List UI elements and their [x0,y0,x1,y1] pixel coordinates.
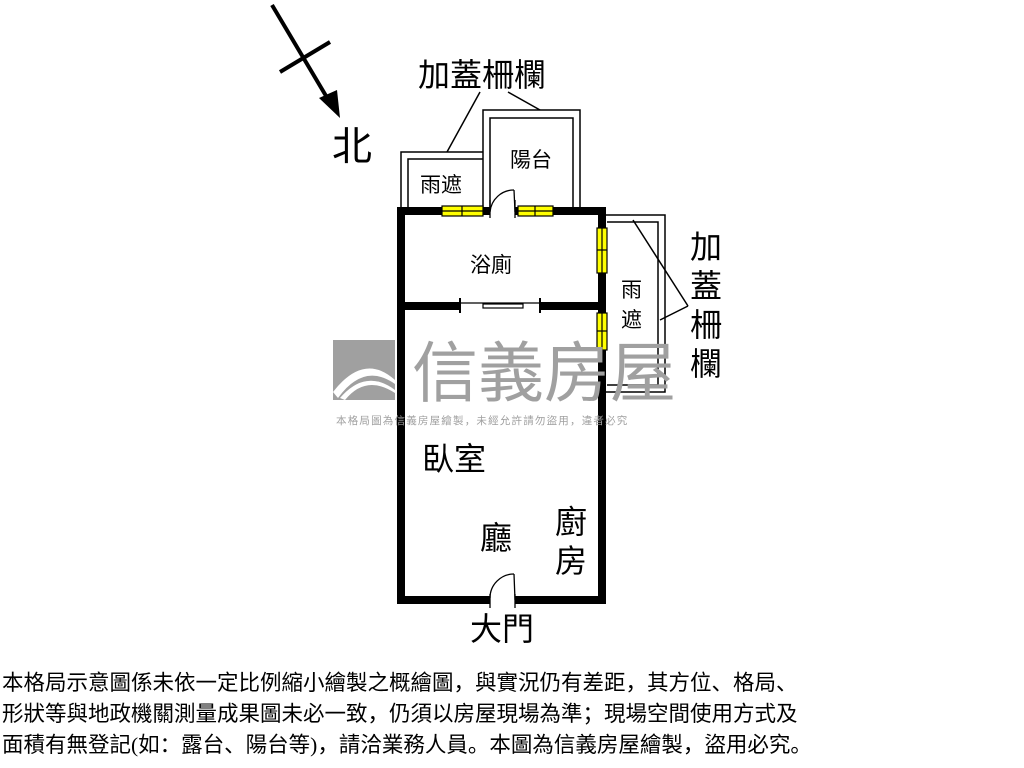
main-door[interactable] [489,573,516,608]
rain-shelter-right-label-1: 雨 [621,278,642,302]
rain-shelter-left [400,151,483,210]
rain-shelter-right [603,214,666,393]
kitchen-label-2: 房 [555,543,587,579]
svg-text:欄: 欄 [690,346,722,382]
disclaimer-line: 本格局示意圖係未依一定比例縮小繪製之概繪圖，與實況仍有差距，其方位、格局、 [2,671,798,695]
windows [441,205,608,351]
disclaimer: 本格局示意圖係未依一定比例縮小繪製之概繪圖，與實況仍有差距，其方位、格局、 形狀… [2,668,1024,761]
bathroom-label: 浴廁 [470,253,512,277]
rain-shelter-right-label-2: 遮 [621,308,642,332]
balcony-door [489,189,516,218]
leader-lines [446,91,689,321]
disclaimer-line: 形狀等與地政機關測量成果圖未必一致，仍須以房屋現場為準；現場空間使用方式及 [2,702,798,726]
kitchen-label-1: 廚 [555,504,587,540]
svg-text:柵: 柵 [690,307,722,343]
watermark: 信義房屋 本格局圖為信義房屋繪製，未經允許請勿盜用，違者必究 [333,335,676,427]
svg-text:蓋: 蓋 [690,268,722,304]
north-arrow-icon [270,3,340,118]
watermark-brand: 信義房屋 [412,335,676,412]
living-room-label: 廳 [480,520,512,556]
bedroom-label: 臥室 [422,441,486,477]
balcony [482,109,581,210]
fence-label-top: 加蓋柵欄 [418,57,546,93]
balcony-label: 陽台 [510,148,552,172]
fence-label-right: 加 蓋 柵 欄 [690,229,722,382]
disclaimer-line: 面積有無登記(如：露台、陽台等)，請洽業務人員。本圖為信義房屋繪製，盜用必究。 [2,733,812,757]
watermark-notice: 本格局圖為信義房屋繪製，未經允許請勿盜用，違者必究 [336,414,629,427]
main-door-label: 大門 [470,611,534,647]
sliding-door [459,298,541,313]
north-label: 北 [332,124,372,169]
svg-text:加: 加 [690,229,722,265]
rain-shelter-left-label: 雨遮 [420,173,462,197]
watermark-logo-icon [333,340,395,400]
